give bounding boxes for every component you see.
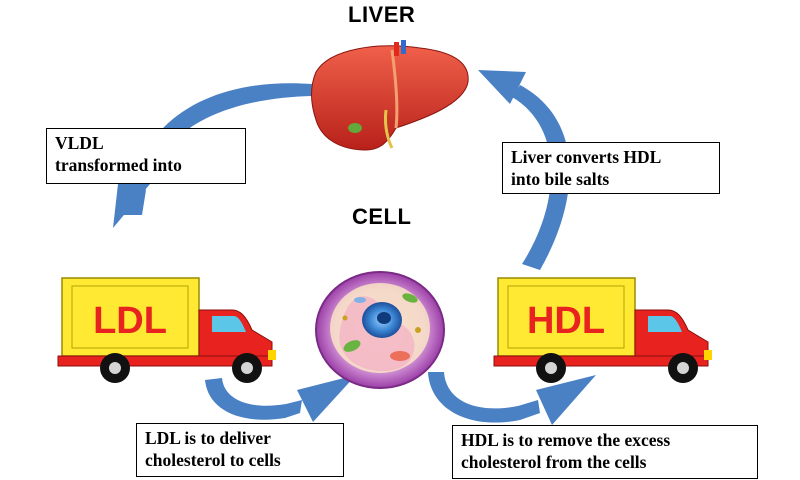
- caption-vldl: VLDL transformed into: [46, 128, 246, 184]
- arrow-ldl-to-cell: [205, 378, 302, 420]
- arrow-ldl-to-cell-head: [297, 375, 356, 422]
- arrow-hdl-to-liver-head: [478, 70, 526, 104]
- caption-liver-converts-line-1: Liver converts HDL: [511, 147, 662, 167]
- caption-liver-converts-line-2: into bile salts: [511, 169, 610, 189]
- caption-ldl-deliver-line-2: cholesterol to cells: [145, 450, 281, 470]
- caption-hdl-remove: HDL is to remove the excess cholesterol …: [452, 425, 758, 479]
- caption-ldl-deliver-line-1: LDL is to deliver: [145, 428, 271, 448]
- caption-hdl-remove-line-2: cholesterol from the cells: [461, 452, 647, 472]
- arrow-liver-to-ldl-stem: [120, 190, 146, 215]
- ldl-truck-label: LDL: [93, 300, 167, 342]
- liver-title: LIVER: [348, 2, 416, 27]
- caption-ldl-deliver: LDL is to deliver cholesterol to cells: [136, 423, 344, 477]
- hdl-truck-label: HDL: [527, 300, 605, 342]
- arrow-cell-to-hdl-head: [536, 375, 596, 425]
- arrow-cell-to-hdl: [428, 372, 540, 423]
- hdl-truck: [493, 277, 712, 383]
- caption-hdl-remove-line-1: HDL is to remove the excess: [461, 430, 671, 450]
- cell-title: CELL: [352, 204, 412, 229]
- cell-illustration: [315, 271, 445, 389]
- caption-vldl-line-1: VLDL: [55, 133, 104, 153]
- ldl-truck: [57, 277, 276, 383]
- liver-illustration: [311, 40, 469, 151]
- arrow-hdl-to-liver: [512, 85, 570, 270]
- caption-vldl-line-2: transformed into: [55, 155, 182, 175]
- caption-liver-converts: Liver converts HDL into bile salts: [502, 142, 720, 194]
